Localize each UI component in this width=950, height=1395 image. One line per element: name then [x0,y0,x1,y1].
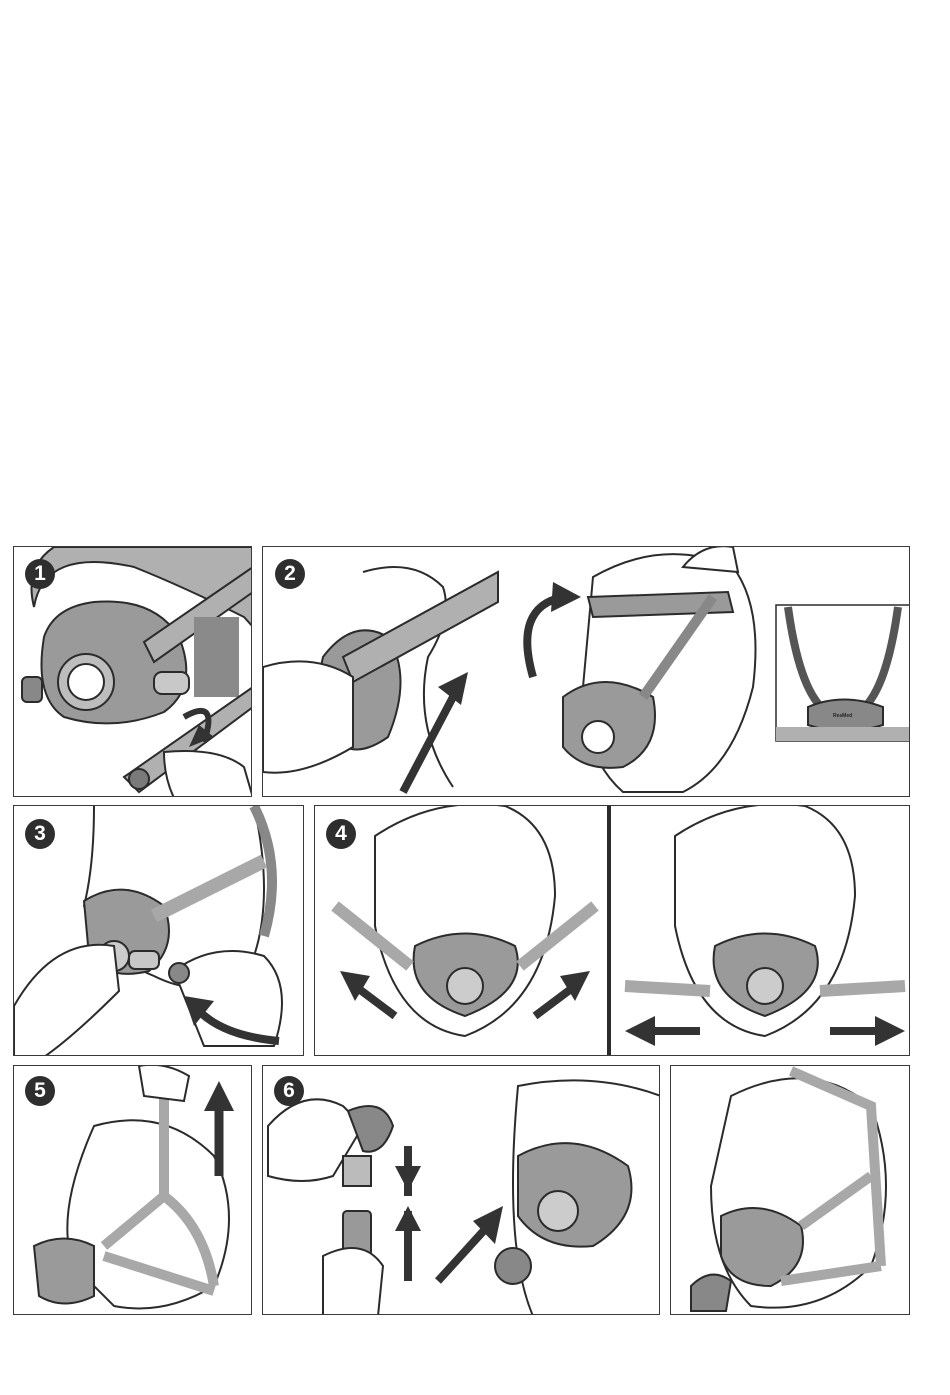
fitting-headgear-illustration [263,547,910,797]
securing-strap-illustration [14,806,304,1056]
panel-step-4: 4 [314,805,910,1056]
panel-step-2: 2 ResMed [262,546,910,797]
panel-step-3: 3 [13,805,304,1056]
step-number-badge: 4 [326,819,356,849]
step-number-badge: 5 [25,1076,55,1106]
panel-step-6: 6 [262,1065,660,1315]
step-number-badge: 6 [274,1076,304,1106]
tightening-crown-strap-illustration [14,1066,252,1315]
panel-final-fit [670,1065,910,1315]
step-number-badge: 2 [275,559,305,589]
panel-step-1: 1 [13,546,252,797]
connecting-elbow-illustration [263,1066,660,1315]
step-number-badge: 1 [25,559,55,589]
adjusting-straps-illustration [315,806,910,1056]
panel-step-5: 5 [13,1065,252,1315]
fitted-mask-illustration [671,1066,910,1315]
step-number-badge: 3 [25,819,55,849]
logo-text: ResMed [833,713,852,719]
